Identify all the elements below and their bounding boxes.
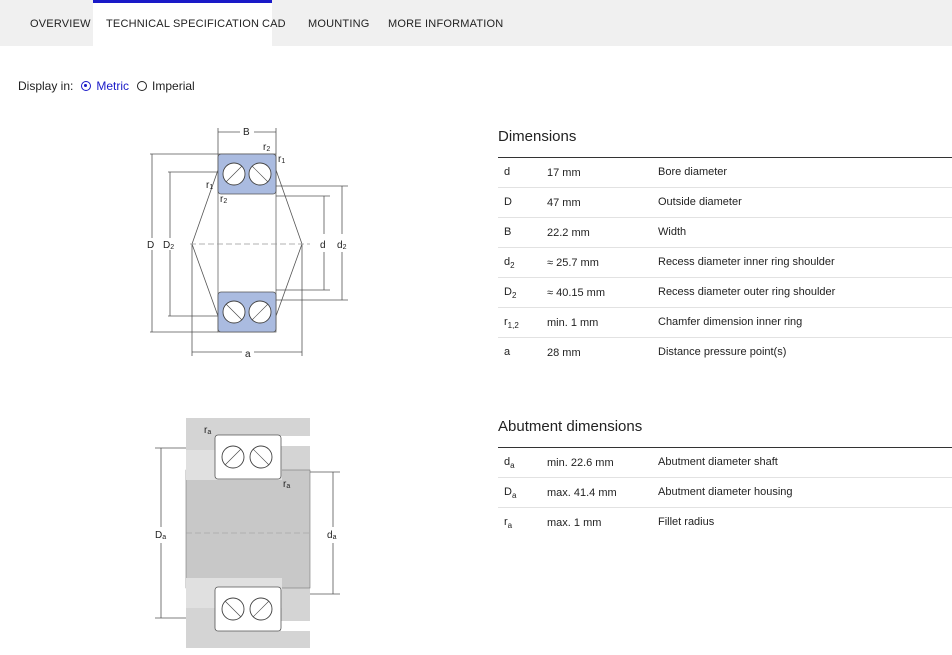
table-row: d 17 mm Bore diameter [498,158,952,188]
row-description: Outside diameter [658,196,742,208]
row-symbol: d [504,166,511,178]
tab-overview[interactable]: OVERVIEW [30,18,91,30]
label-B: B [243,127,250,138]
row-symbol: D [504,196,512,208]
abutment-title: Abutment dimensions [498,418,643,435]
row-symbol: ra [504,516,513,531]
table-row: B 22.2 mm Width [498,218,952,248]
row-value: max. 1 mm [547,517,602,529]
bearing-dimension-drawing: B r2 r1 r1 r2 D D2 d d2 a [147,127,348,360]
row-description: Recess diameter outer ring shoulder [658,286,836,298]
metric-label: Metric [96,79,130,93]
label-d: d [320,240,326,251]
row-value: ≈ 25.7 mm [547,257,599,269]
imperial-label: Imperial [152,79,195,93]
label-D: D [147,240,154,251]
row-symbol: r1,2 [504,316,519,331]
row-value: 28 mm [547,347,581,359]
row-symbol: D2 [504,286,517,301]
row-symbol: d2 [504,256,515,271]
tab-technical-specification[interactable]: TECHNICAL SPECIFICATION [93,0,273,46]
table-row: ra max. 1 mm Fillet radius [498,508,952,537]
label-ra-top: ra [204,425,211,436]
metric-radio[interactable] [81,81,92,91]
row-value: 47 mm [547,197,581,209]
tab-bar: OVERVIEW TECHNICAL SPECIFICATION CAD MOU… [0,0,952,46]
table-row: a 28 mm Distance pressure point(s) [498,338,952,367]
label-a: a [245,349,251,360]
table-row: d2 ≈ 25.7 mm Recess diameter inner ring … [498,248,952,278]
label-da: da [327,530,337,541]
row-description: Abutment diameter shaft [658,456,778,468]
table-row: D 47 mm Outside diameter [498,188,952,218]
label-r1-left: r1 [206,180,213,191]
row-symbol: da [504,456,515,471]
table-row: r1,2 min. 1 mm Chamfer dimension inner r… [498,308,952,338]
dimensions-title: Dimensions [498,128,577,145]
row-value: min. 22.6 mm [547,457,614,469]
row-value: min. 1 mm [547,317,599,329]
label-ra-right: ra [283,479,290,490]
row-value: ≈ 40.15 mm [547,287,606,299]
row-description: Recess diameter inner ring shoulder [658,256,835,268]
row-symbol: Da [504,486,517,501]
row-description: Bore diameter [658,166,728,178]
row-symbol: a [504,346,511,358]
display-label: Display in: [18,79,74,93]
row-description: Abutment diameter housing [658,486,793,498]
row-description: Distance pressure point(s) [658,346,787,358]
imperial-option[interactable]: Imperial [137,79,195,93]
label-r2-left: r2 [220,194,227,205]
row-description: Chamfer dimension inner ring [658,316,803,328]
row-description: Width [658,226,687,238]
row-symbol: B [504,226,512,238]
row-value: 22.2 mm [547,227,590,239]
table-row: da min. 22.6 mm Abutment diameter shaft [498,448,952,478]
table-row: Da max. 41.4 mm Abutment diameter housin… [498,478,952,508]
label-d2: d2 [337,240,347,251]
imperial-radio[interactable] [137,81,148,91]
tab-cad[interactable]: CAD [262,18,286,30]
row-description: Fillet radius [658,516,715,528]
label-r1-top: r1 [278,154,285,165]
label-Da: Da [155,530,166,541]
tab-mounting[interactable]: MOUNTING [308,18,370,30]
abutment-drawing: Da da ra ra [155,418,340,648]
label-D2: D2 [163,240,174,251]
metric-option[interactable]: Metric [81,79,129,93]
row-value: max. 41.4 mm [547,487,617,499]
row-value: 17 mm [547,167,581,179]
unit-selector: Display in: Metric Imperial [18,79,195,93]
table-row: D2 ≈ 40.15 mm Recess diameter outer ring… [498,278,952,308]
label-r2-top: r2 [263,142,270,153]
abutment-table: da min. 22.6 mm Abutment diameter shaft … [498,447,952,537]
tab-more-information[interactable]: MORE INFORMATION [388,18,504,30]
dimensions-table: d 17 mm Bore diameter D 47 mm Outside di… [498,157,952,367]
